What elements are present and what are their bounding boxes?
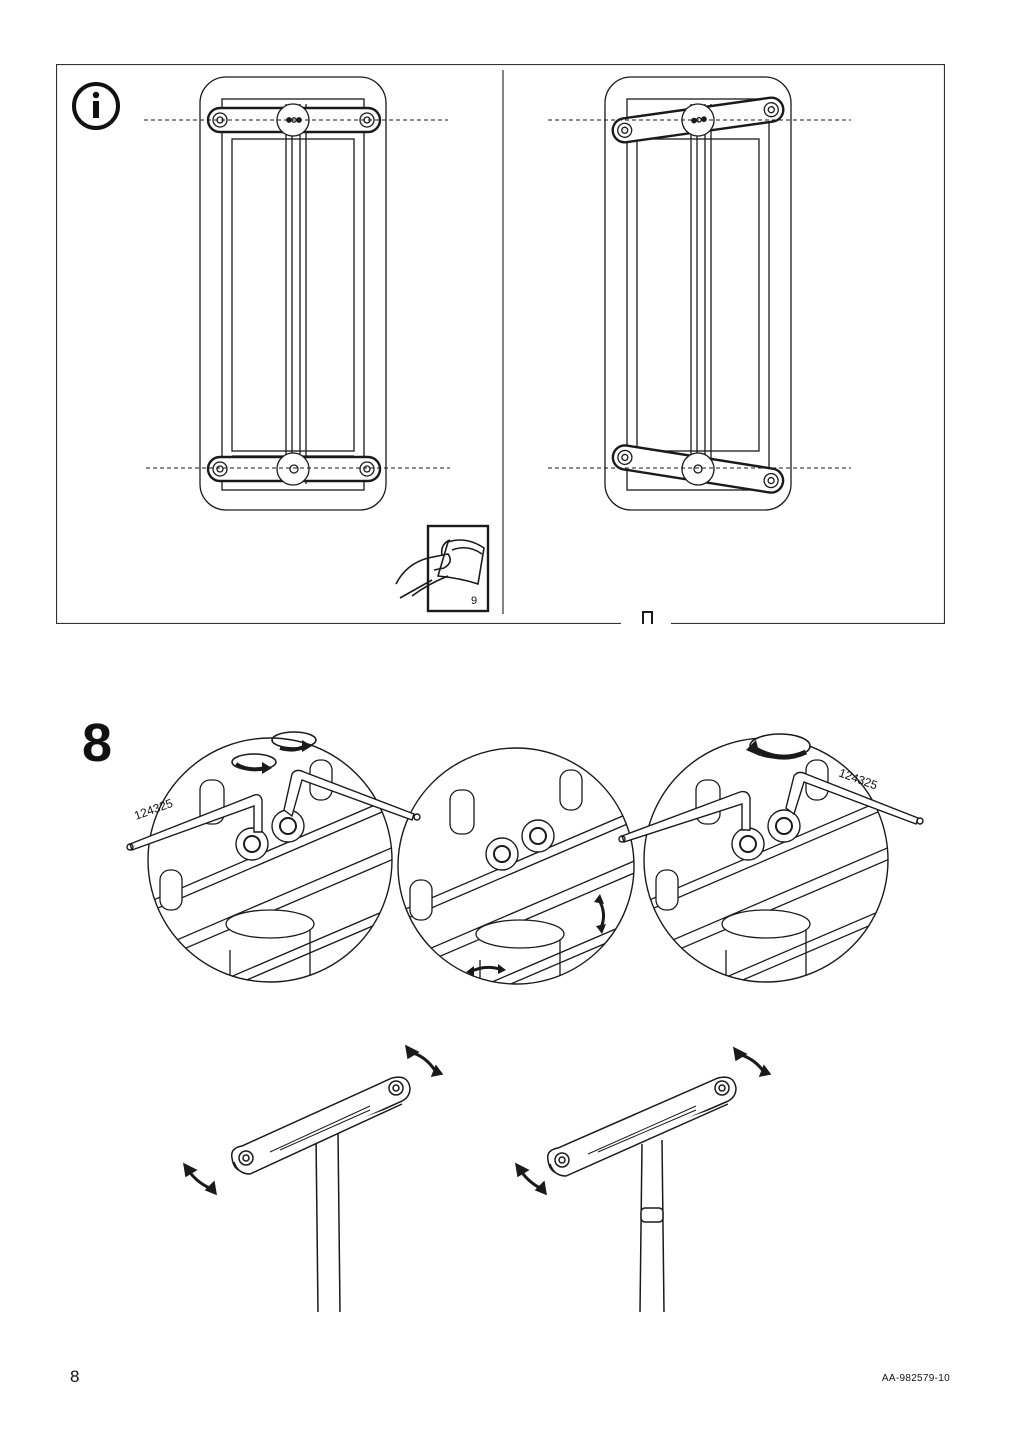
step-detail-illustration: 124325 124325 — [120, 720, 940, 1000]
detail-circle-left — [147, 737, 393, 983]
leg-left — [183, 1044, 444, 1313]
continue-arrow-icon — [642, 611, 653, 624]
step-number: 8 — [82, 713, 113, 773]
frame-skewed-diagram — [548, 76, 851, 511]
rotate-arrows-left — [231, 731, 317, 774]
page-number: 8 — [70, 1367, 80, 1386]
leg-right — [515, 1046, 772, 1313]
allen-key-left — [126, 769, 421, 851]
info-panel: 9 — [56, 64, 945, 624]
tool-code-left: 124325 — [132, 796, 175, 823]
info-icon — [72, 82, 120, 130]
allen-key-right — [618, 771, 924, 843]
rotate-arrow-right — [746, 733, 811, 760]
detail-circle-middle — [397, 747, 635, 985]
page-reference-icon — [395, 524, 490, 613]
frame-aligned-diagram — [144, 76, 450, 511]
document-code: AA-982579-10 — [881, 1373, 950, 1384]
page-reference-number: 9 — [471, 595, 477, 607]
leg-assembly-illustration — [170, 1040, 790, 1320]
